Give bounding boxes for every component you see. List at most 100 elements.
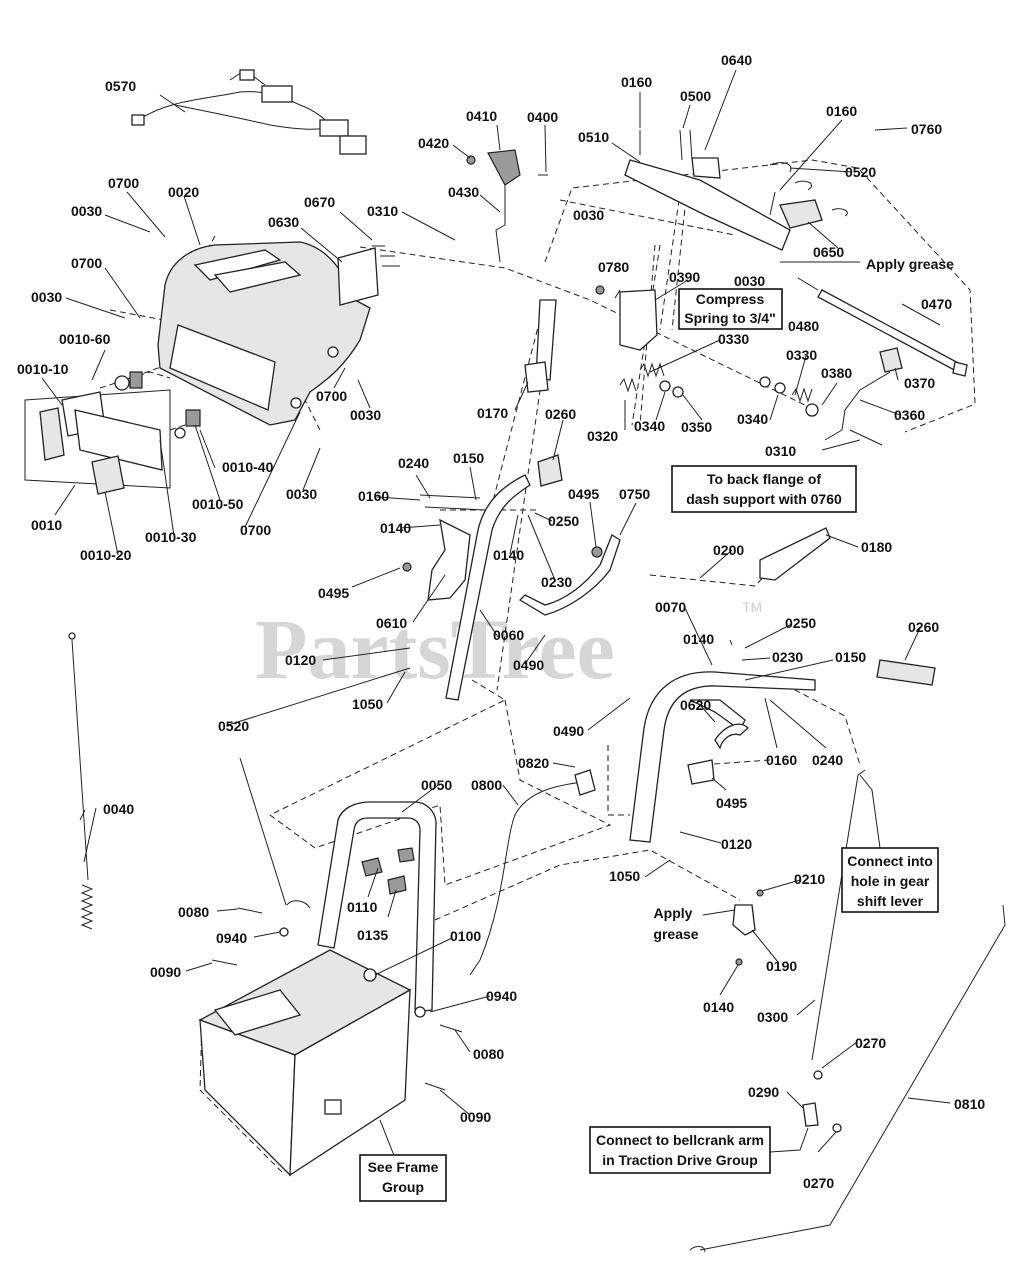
part-label: 0080 [178,904,209,920]
cable-0040-part [68,632,94,930]
shift-handle-part [824,347,903,446]
part-label: 0140 [683,631,714,647]
part-label: 0420 [418,135,449,151]
part-label: 0495 [568,486,599,502]
bellcrank-note-box: Connect to bellcrank arm in Traction Dri… [589,1126,771,1174]
apply-grease-line2: grease [653,926,698,942]
part-label: 0340 [737,411,768,427]
part-label: 0110 [347,899,378,915]
part-label: 0940 [486,988,517,1004]
compress-note-box: Compress Spring to 3/4" [678,288,783,330]
part-label: 0135 [357,927,388,943]
part-label: 0230 [772,649,803,665]
bracket-0190-part [732,889,764,966]
flange-note-box: To back flange of dash support with 0760 [671,465,857,513]
part-label: 0700 [316,388,347,404]
part-label: 0010-30 [145,529,197,545]
part-label: 0180 [861,539,892,555]
part-label: 0430 [448,184,479,200]
part-label: 0210 [794,871,825,887]
part-label: 0010-20 [80,547,132,563]
part-label: 0090 [150,964,181,980]
part-label: 0090 [460,1109,491,1125]
part-label: 0030 [31,289,62,305]
part-label: 0160 [621,74,652,90]
part-label: 0780 [598,259,629,275]
part-label: 0310 [765,443,796,459]
watermark-tm: TM [742,599,762,615]
part-label: 0310 [367,203,398,219]
part-label: 0100 [450,928,481,944]
part-label: 0140 [380,520,411,536]
part-label: 0140 [493,547,524,563]
compress-note-line2: Spring to 3/4" [684,310,775,326]
part-label: 0820 [518,755,549,771]
part-label: 0700 [240,522,271,538]
part-label: 0050 [421,777,452,793]
part-label: 0040 [103,801,134,817]
part-label: 0160 [826,103,857,119]
part-label: 0510 [578,129,609,145]
part-label: 0940 [216,930,247,946]
part-label: 0240 [812,752,843,768]
part-label: 0670 [304,194,335,210]
part-label: 0340 [634,418,665,434]
part-label: 0230 [541,574,572,590]
frame-note-line1: See Frame [368,1159,439,1175]
part-label: 0470 [921,296,952,312]
shift-rod-part [797,277,968,377]
gear-note-box: Connect into hole in gear shift lever [841,847,939,913]
upper-handle-part [445,299,563,701]
part-label: 0160 [358,488,389,504]
part-label: 0495 [318,585,349,601]
part-label: 0610 [376,615,407,631]
part-label: 0495 [716,795,747,811]
dash-support-part [624,129,791,251]
part-label: 0200 [713,542,744,558]
bracket-0630-part [337,245,400,306]
part-label: 0250 [785,615,816,631]
part-label: 0030 [350,407,381,423]
part-label: 0500 [680,88,711,104]
part-label: 0060 [493,627,524,643]
part-label: 0700 [71,255,102,271]
part-label: 0030 [286,486,317,502]
part-labels: 0570 0160 0640 0500 0410 0400 0420 0510 … [17,52,985,1191]
part-label: 0150 [835,649,866,665]
part-label: 0070 [655,599,686,615]
part-label: 0170 [477,405,508,421]
part-label: 0020 [168,184,199,200]
part-label: 0010-10 [17,361,69,377]
shift-lever-part [466,149,548,263]
bellcrank-note-line1: Connect to bellcrank arm [596,1132,764,1148]
knob-0650-part [769,162,848,229]
gear-note-line1: Connect into [847,853,933,869]
part-label: 0260 [545,406,576,422]
bellcrank-note-line2: in Traction Drive Group [602,1152,758,1168]
apply-grease-line1: Apply [654,905,693,921]
part-label: 0290 [748,1084,779,1100]
frame-hardware-part [211,847,463,1091]
part-label: 0260 [908,619,939,635]
part-label: 0630 [268,214,299,230]
part-label: 0400 [527,109,558,125]
part-label: 0750 [619,486,650,502]
part-label: 0270 [855,1035,886,1051]
part-label: 0490 [513,657,544,673]
part-label: 0030 [734,273,765,289]
gear-note-line2: hole in gear [851,873,930,889]
wire-harness-part [131,69,367,155]
part-label: 0140 [703,999,734,1015]
headlight-assembly-part [24,371,201,495]
part-label: 0410 [466,108,497,124]
part-label: 0150 [453,450,484,466]
part-label: 0250 [548,513,579,529]
cable-0810-part [689,904,1006,1253]
part-label: 1050 [609,868,640,884]
part-label: 0190 [766,958,797,974]
shift-rod-0300-part [802,769,866,1133]
part-label: 0520 [218,718,249,734]
part-label: 1050 [352,696,383,712]
frame-note-box: See Frame Group [359,1154,447,1202]
part-label: 0620 [680,697,711,713]
